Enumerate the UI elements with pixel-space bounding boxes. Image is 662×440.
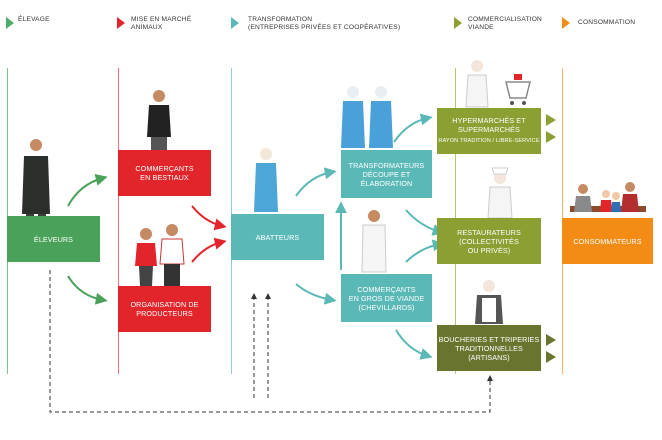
column-line-mise-en-marche [118, 68, 119, 374]
box-commercants-gros-label: Commerçants en gros de viande (chevillar… [348, 284, 425, 312]
header-commercialisation: Commercialisation viande [468, 16, 542, 32]
producer-man-icon [159, 224, 185, 286]
header-transformation-label: Transformation (entreprises privées et c… [248, 16, 401, 31]
flow-marker-boucheries-1 [546, 334, 556, 346]
arrow-eleveurs-to-organisation [67, 275, 108, 305]
box-organisation-producteurs-label: Organisation de producteurs [130, 300, 199, 318]
box-boucheries: Boucheries et triperies traditionnelles … [437, 325, 541, 371]
header-marker-mise-en-marche [117, 17, 125, 29]
header-marker-consommation [562, 17, 570, 29]
flow-marker-boucheries-2 [546, 351, 556, 363]
wholesaler-icon [361, 210, 387, 273]
header-consommation: Consommation [578, 19, 635, 27]
header-consommation-label: Consommation [578, 19, 636, 26]
box-commercants-gros: Commerçants en gros de viande (chevillar… [341, 274, 432, 322]
header-mise-en-marche: Mise en marché animaux [131, 16, 191, 32]
arrow-transformateurs-to-hypermarches [393, 113, 433, 143]
livestock-trader-icon [147, 90, 171, 150]
flow-marker-hypermarches-1 [546, 114, 556, 126]
header-marker-transformation [231, 17, 239, 29]
arrow-gros-to-restaurateurs [405, 239, 445, 263]
shopping-cart-icon [505, 74, 531, 105]
header-elevage: Élevage [18, 16, 50, 24]
chef-icon [487, 167, 513, 219]
header-marker-commercialisation [454, 17, 462, 29]
arrow-abatteurs-to-transformateurs [295, 167, 337, 197]
supermarket-worker-icon [465, 60, 489, 108]
box-commercants-bestiaux: Commerçants en bestiaux [118, 150, 211, 196]
header-mise-en-marche-label: Mise en marché animaux [131, 16, 192, 31]
header-commercialisation-label: Commercialisation viande [468, 16, 542, 31]
box-transformateurs-label: Transformateurs découpe et élaboration [348, 160, 425, 188]
dashed-line-eleveurs-to-boucheries [49, 270, 493, 413]
box-consommateurs-label: Consommateurs [573, 236, 642, 246]
box-hypermarches-label: Hypermarchés et supermarchés [452, 116, 526, 134]
box-consommateurs: Consommateurs [562, 218, 653, 264]
box-boucheries-label: Boucheries et triperies traditionnelles … [438, 334, 540, 362]
box-restaurateurs: Restaurateurs (collectivités ou privés) [437, 218, 541, 264]
box-organisation-producteurs: Organisation de producteurs [118, 286, 211, 332]
header-marker-elevage [6, 17, 14, 29]
arrow-organisation-to-abatteurs [191, 237, 227, 263]
slaughterer-icon [254, 148, 278, 212]
box-transformateurs: Transformateurs découpe et élaboration [341, 150, 432, 198]
arrow-transformateurs-to-restaurateurs [405, 209, 445, 236]
arrow-commercants-to-abatteurs [191, 205, 227, 231]
box-abatteurs-label: Abatteurs [255, 232, 300, 242]
box-hypermarches-sublabel: Rayon tradition / libre-service [438, 138, 540, 144]
box-restaurateurs-label: Restaurateurs (collectivités ou privés) [457, 227, 521, 255]
producer-woman-icon [135, 228, 157, 286]
processor-worker-left-icon [341, 86, 365, 148]
header-elevage-label: Élevage [18, 16, 50, 23]
box-commercants-bestiaux-label: Commerçants en bestiaux [135, 164, 194, 182]
header-transformation: Transformation (entreprises privées et c… [248, 16, 400, 32]
box-abatteurs: Abatteurs [231, 214, 324, 260]
processor-worker-right-icon [369, 86, 393, 148]
family-dining-icon [570, 182, 646, 212]
box-eleveurs-label: Éleveurs [33, 234, 74, 244]
arrow-gros-to-boucheries [395, 329, 433, 360]
flow-marker-hypermarches-2 [546, 131, 556, 143]
box-eleveurs: Éleveurs [7, 216, 100, 262]
arrow-abatteurs-to-commercants-gros [295, 283, 337, 305]
arrow-eleveurs-to-commercants [67, 174, 108, 207]
butcher-icon [475, 280, 503, 324]
box-hypermarches: Hypermarchés et supermarchés Rayon tradi… [437, 108, 541, 154]
